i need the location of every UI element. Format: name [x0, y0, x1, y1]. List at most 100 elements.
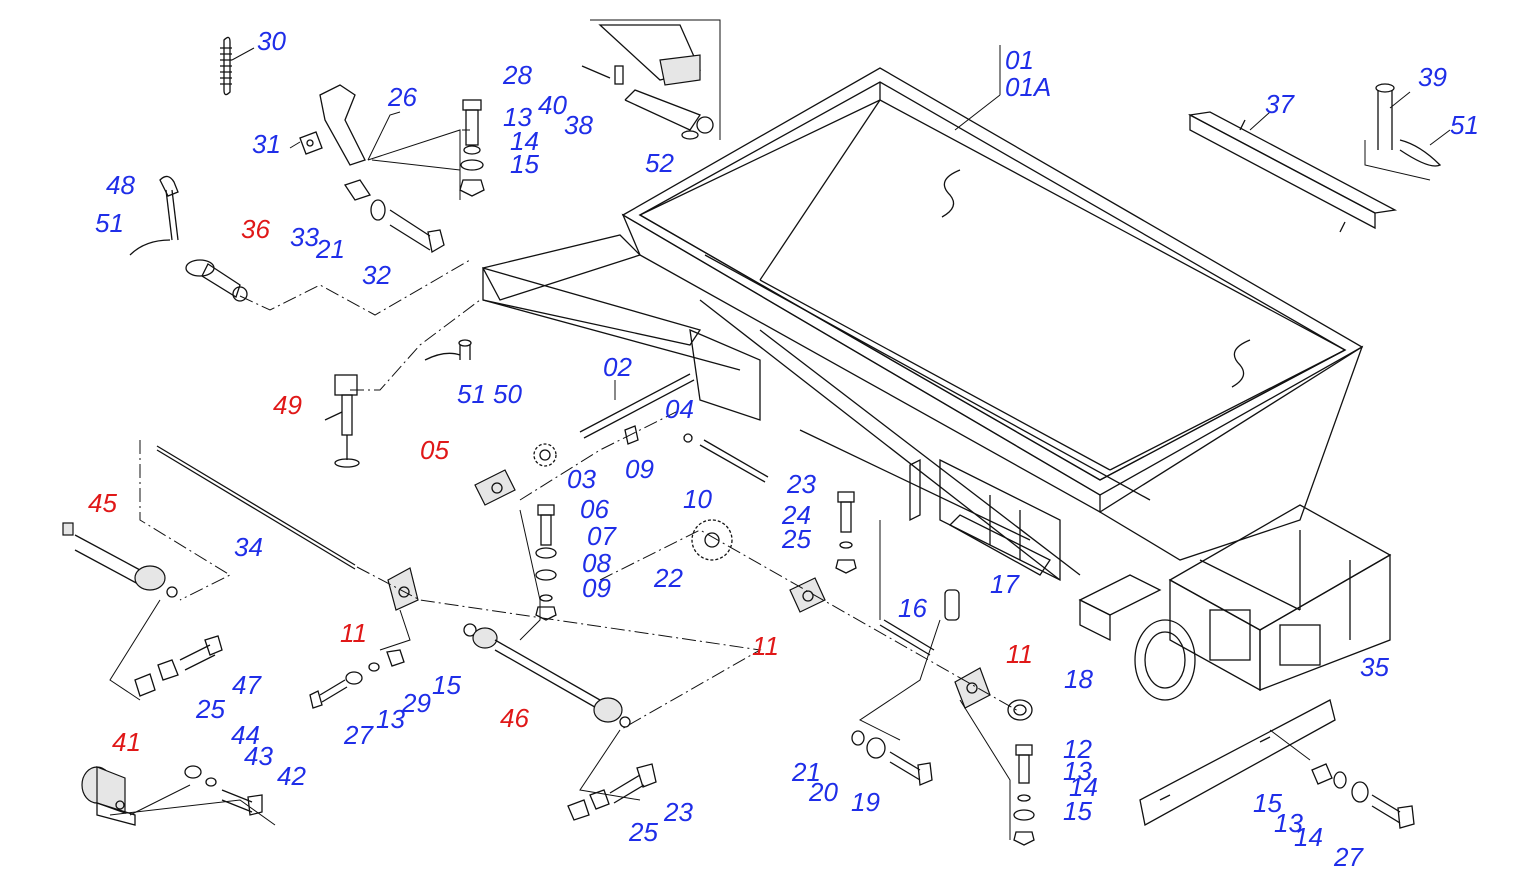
callout-13: 13: [1063, 756, 1092, 786]
callout-35: 35: [1360, 652, 1389, 682]
chassis-frame: [482, 234, 1081, 582]
callout-24: 24: [781, 500, 811, 530]
callout-15: 15: [510, 149, 539, 179]
callout-20: 20: [808, 777, 838, 807]
callout-07: 07: [587, 521, 617, 551]
callout-01A: 01A: [1005, 72, 1051, 102]
plate-35: [1139, 699, 1336, 826]
callout-02: 02: [603, 352, 632, 382]
lever-26: [299, 84, 366, 166]
callout-13: 13: [1274, 808, 1303, 838]
callout-23: 23: [786, 469, 816, 499]
callout-14: 14: [1294, 822, 1323, 852]
bearing-11-center: [789, 577, 826, 613]
callout-01: 01: [1005, 45, 1034, 75]
bolt-23-stack: [835, 491, 857, 574]
callout-39: 39: [1418, 62, 1447, 92]
callout-32: 32: [362, 260, 391, 290]
spreader-bar-37: [1187, 111, 1398, 233]
driveline-45: [62, 522, 178, 598]
callout-40: 40: [538, 90, 567, 120]
callout-33: 33: [290, 222, 319, 252]
callout-05: 05: [420, 435, 449, 465]
callout-34: 34: [234, 532, 263, 562]
callout-46: 46: [500, 703, 529, 733]
callout-18: 18: [1064, 664, 1093, 694]
callout-51: 51: [95, 208, 124, 238]
callout-13: 13: [376, 704, 405, 734]
callout-11: 11: [340, 618, 367, 648]
bushing-41: [81, 766, 136, 826]
bolt-28-stack: [459, 99, 485, 197]
callout-04: 04: [665, 394, 694, 424]
bearing-05: [474, 469, 516, 506]
callout-52: 52: [645, 148, 674, 178]
callout-19: 19: [851, 787, 880, 817]
shaft-02: [579, 373, 695, 445]
pin-39: [1364, 83, 1442, 181]
hitch-plate-frame: [581, 19, 721, 140]
callout-09: 09: [582, 573, 611, 603]
callout-06: 06: [580, 494, 609, 524]
bolt-12-stack: [1013, 744, 1035, 846]
sprocket-22: [691, 519, 733, 561]
bolt-23-stack-lower: [567, 763, 657, 821]
callout-14: 14: [1069, 772, 1098, 802]
bolt-47-stack: [134, 635, 223, 697]
rear-gearbox-frame: [1078, 504, 1392, 701]
callout-23: 23: [663, 797, 693, 827]
pin-48: [129, 175, 179, 256]
pin-50: [424, 339, 472, 361]
callout-26: 26: [387, 82, 417, 112]
jack-49: [324, 374, 360, 468]
tow-eye-36: [185, 259, 248, 302]
shaft-10: [683, 433, 769, 483]
callout-45: 45: [88, 488, 117, 518]
callout-28: 28: [502, 60, 532, 90]
callout-36: 36: [241, 214, 270, 244]
callout-51: 51: [457, 379, 486, 409]
bolt-27-stack-right: [1311, 763, 1415, 829]
callout-17: 17: [990, 569, 1020, 599]
callout-15: 15: [1253, 788, 1282, 818]
callout-43: 43: [244, 741, 273, 771]
callout-11: 11: [752, 631, 779, 661]
callout-22: 22: [653, 563, 683, 593]
callouts: 30 26 31 28 13 14 15 40 38 52 01 01A 37 …: [88, 26, 1479, 872]
callout-10: 10: [683, 484, 712, 514]
callout-21: 21: [791, 757, 821, 787]
bolt-27-stack-left: [309, 649, 405, 709]
callout-08: 08: [582, 548, 611, 578]
callout-49: 49: [273, 390, 302, 420]
hub-18: [1007, 699, 1033, 721]
callout-03: 03: [567, 464, 596, 494]
spring-30: [220, 36, 232, 96]
bolt-06-stack: [535, 504, 557, 621]
callout-14: 14: [510, 126, 539, 156]
bolt-32-stack: [343, 179, 445, 254]
callout-16: 16: [898, 593, 927, 623]
bearing-11-right: [954, 667, 991, 709]
callout-25: 25: [628, 817, 658, 847]
callout-09: 09: [625, 454, 654, 484]
callout-15: 15: [1063, 796, 1092, 826]
leader-lines: [109, 45, 1451, 840]
callout-44: 44: [231, 720, 260, 750]
callout-38: 38: [564, 110, 593, 140]
callout-31: 31: [252, 129, 281, 159]
callout-37: 37: [1265, 89, 1295, 119]
bolt-42-stack: [184, 765, 263, 816]
callout-50: 50: [493, 379, 522, 409]
callout-30: 30: [257, 26, 286, 56]
callout-27: 27: [1333, 842, 1364, 872]
assembly-centerlines: [139, 259, 1021, 731]
shaft-34: [156, 445, 356, 570]
callout-25: 25: [195, 694, 225, 724]
callout-15: 15: [432, 670, 461, 700]
callout-42: 42: [277, 761, 306, 791]
callout-47: 47: [232, 670, 262, 700]
callout-29: 29: [401, 688, 431, 718]
sprocket-03: [533, 443, 557, 467]
key-17: [944, 589, 960, 621]
